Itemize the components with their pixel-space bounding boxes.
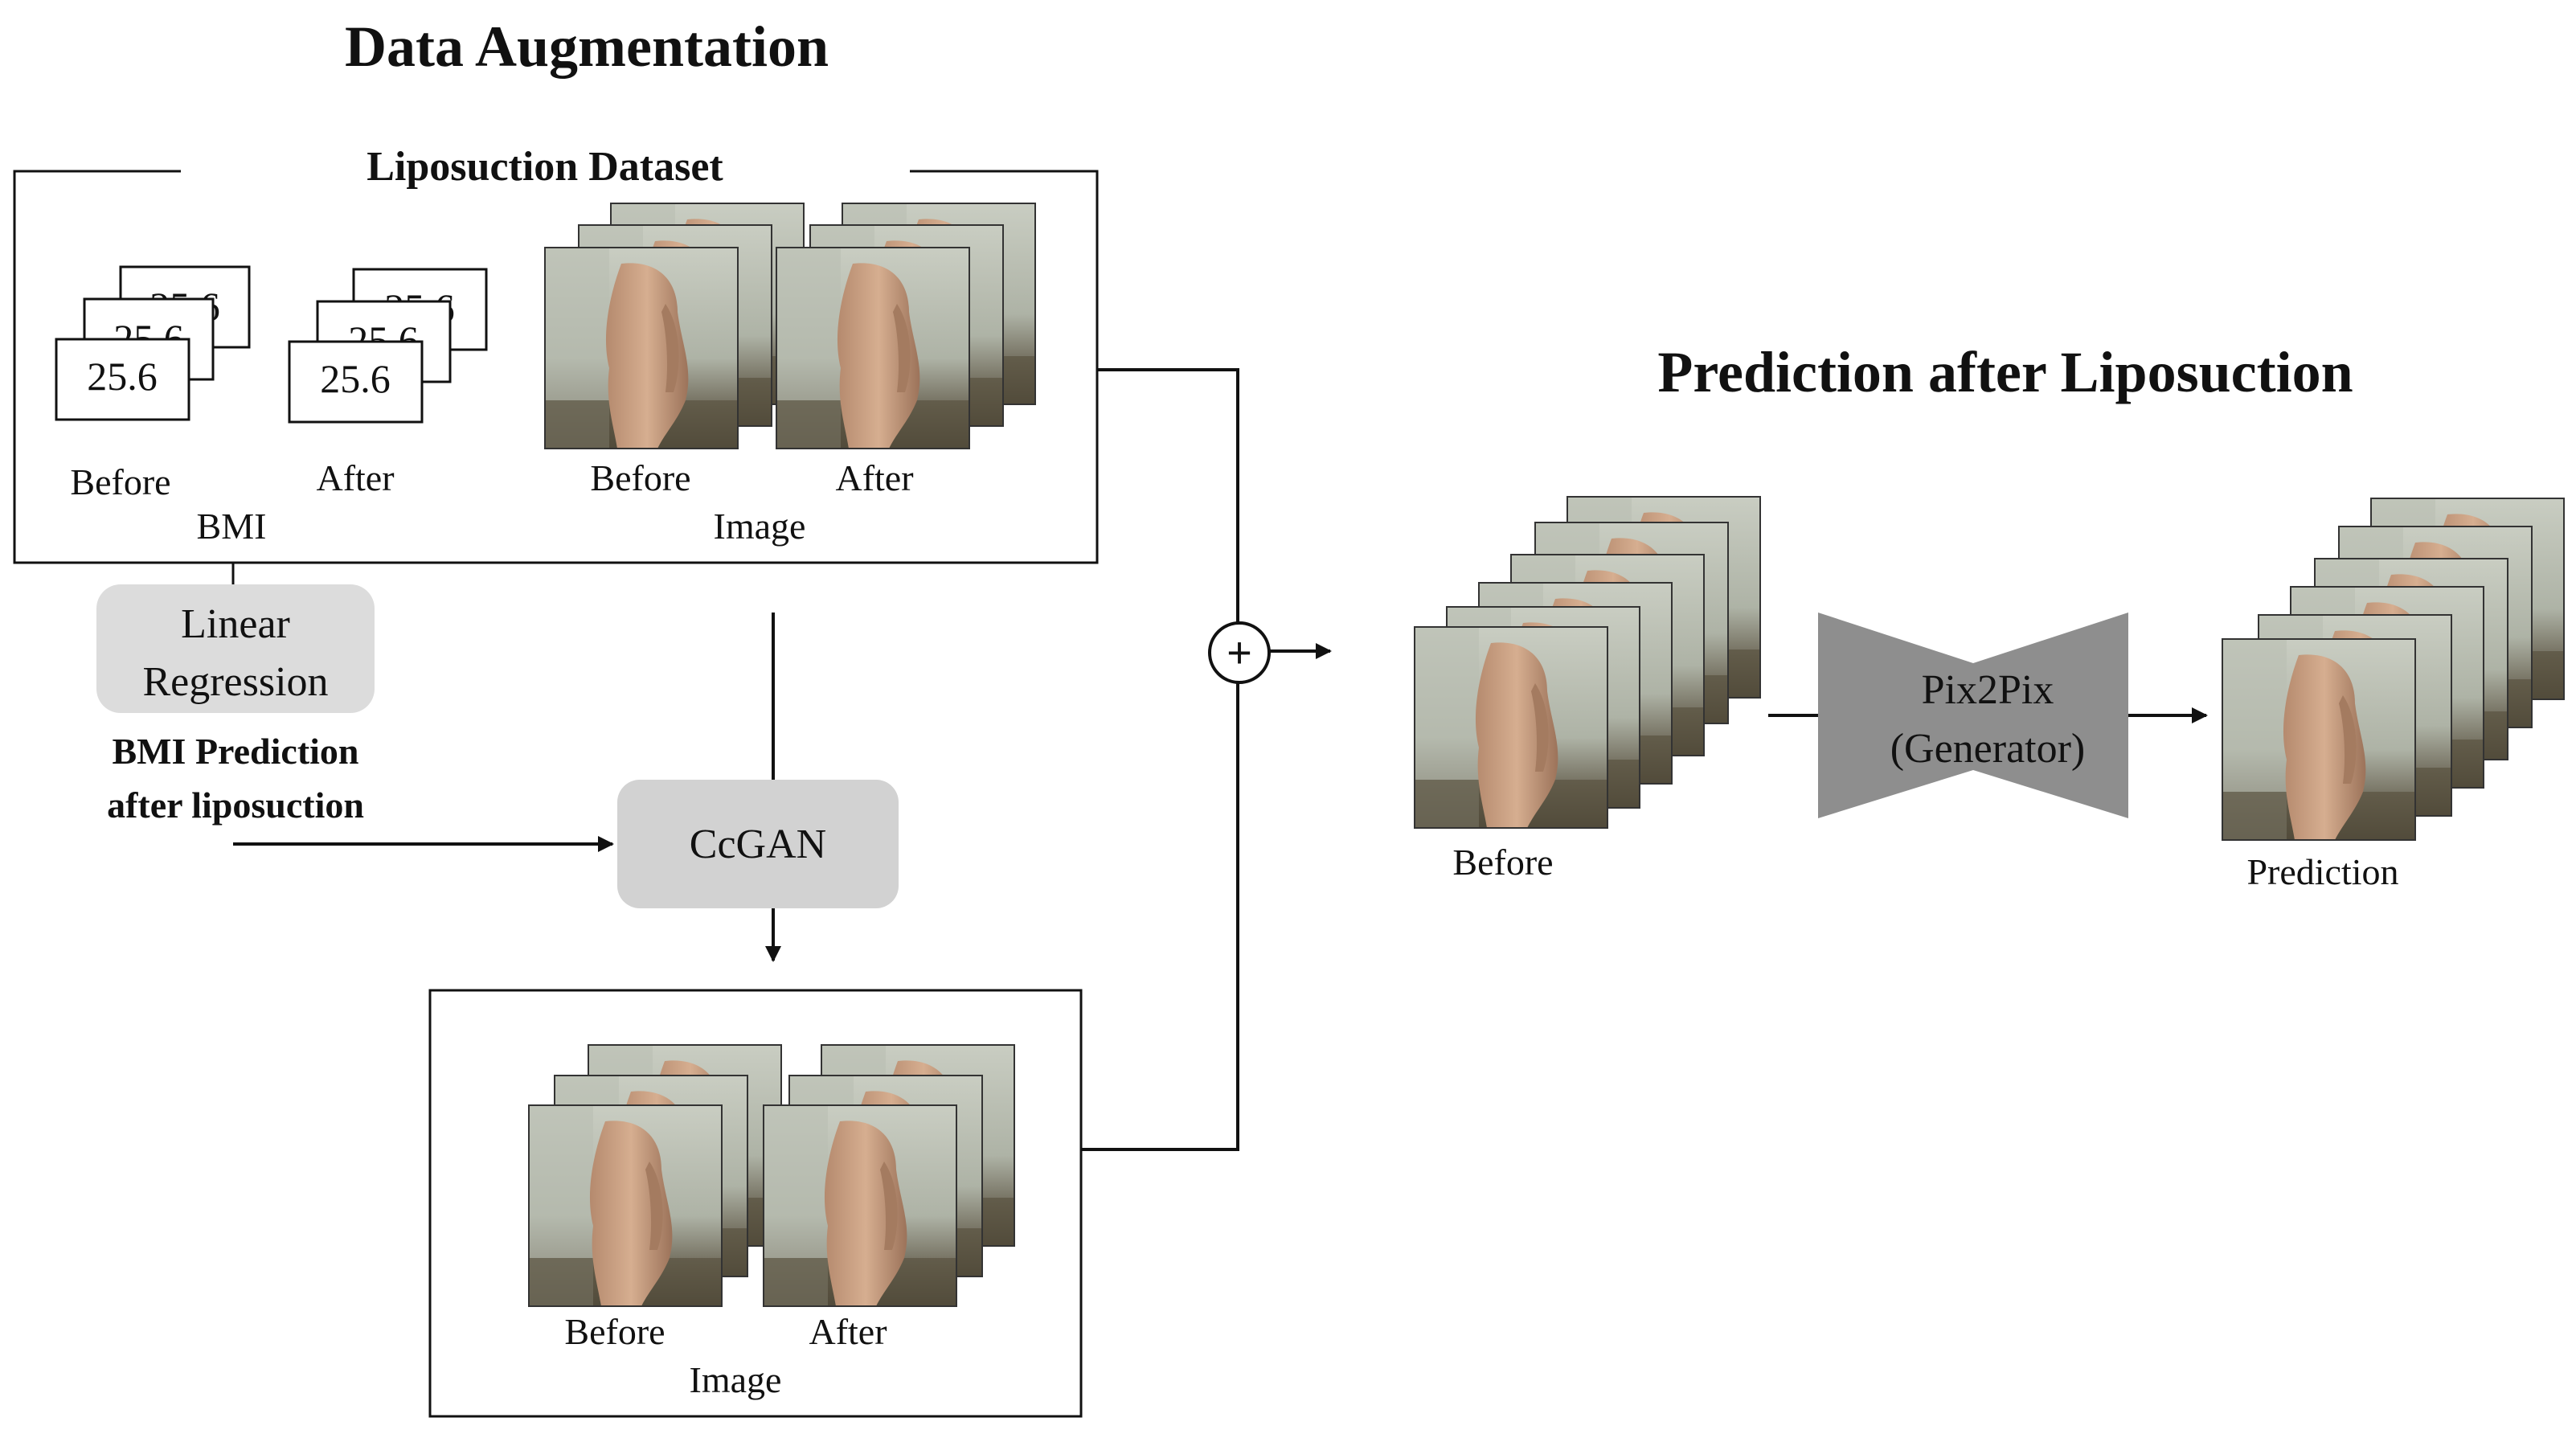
image-after-label: After — [835, 457, 913, 498]
prediction-input-photo-stack — [1414, 496, 1761, 829]
data-augmentation-title: Data Augmentation — [345, 14, 829, 79]
combine-symbol: + — [1227, 629, 1252, 677]
bmi-prediction-line1: BMI Prediction — [112, 731, 358, 772]
generated-after-photo-stack — [763, 1044, 1015, 1307]
image-group-label: Image — [714, 506, 806, 547]
prediction-title: Prediction after Liposuction — [1657, 340, 2353, 404]
prediction-input-label: Before — [1452, 842, 1553, 883]
bmi-after-value: 25.6 — [320, 356, 391, 401]
ccgan-node: CcGAN — [617, 780, 899, 908]
ccgan-label: CcGAN — [690, 822, 826, 867]
dataset-before-photo-stack — [544, 203, 805, 449]
liposuction-dataset-box: Liposuction Dataset 25.6 25.6 25.6 25.6 … — [13, 144, 1099, 564]
linear-regression-node: Linear Regression — [96, 584, 375, 713]
bmi-group-label: BMI — [197, 506, 267, 547]
pix2pix-generator-node: Pix2Pix (Generator) — [1818, 613, 2128, 818]
generated-images-box: Before After Image — [428, 989, 1083, 1418]
bmi-before-cards: 25.6 25.6 25.6 — [55, 265, 251, 421]
generated-after-label: After — [809, 1311, 887, 1352]
prediction-output-label: Prediction — [2246, 851, 2398, 892]
bmi-before-value: 25.6 — [87, 354, 158, 399]
combine-node: + — [1208, 621, 1271, 684]
bmi-before-label: Before — [70, 461, 170, 502]
linear-regression-line1: Linear — [181, 601, 290, 647]
generated-before-label: Before — [564, 1311, 665, 1352]
prediction-output-photo-stack — [2222, 498, 2565, 841]
dataset-after-photo-stack — [776, 203, 1036, 449]
bmi-after-cards: 25.6 25.6 25.6 — [288, 268, 488, 424]
dataset-title: Liposuction Dataset — [367, 144, 723, 190]
generated-group-label: Image — [690, 1359, 782, 1400]
generated-before-photo-stack — [528, 1044, 782, 1307]
pix2pix-line1: Pix2Pix — [1922, 667, 2054, 713]
pix2pix-line2: (Generator) — [1890, 726, 2086, 772]
image-before-label: Before — [590, 457, 690, 498]
bmi-prediction-line2: after liposuction — [107, 785, 364, 826]
bmi-after-label: After — [316, 457, 394, 498]
linear-regression-line2: Regression — [142, 659, 328, 705]
